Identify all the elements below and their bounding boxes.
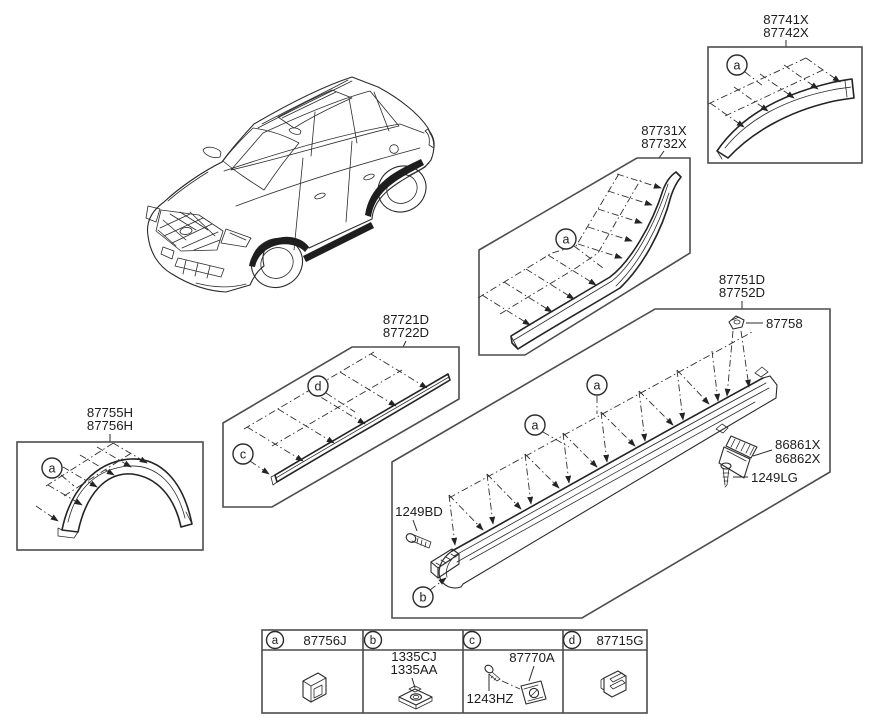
callout-marker-a-rear-arch-label: a <box>734 59 741 73</box>
sill-clip-code: 87758 <box>766 316 803 331</box>
c-pillar-code-2: 87732X <box>641 136 687 151</box>
vehicle-illustration <box>145 76 435 293</box>
callout-marker-a2-sill-label: a <box>594 379 601 393</box>
callout-marker-a-front-arch-label: a <box>49 462 56 476</box>
callout-marker-a-rear-arch <box>726 54 748 76</box>
sill-code-2: 87752D <box>719 285 765 300</box>
callout-marker-d-door-label: d <box>315 380 322 394</box>
c-pillar-code-1: 87731X <box>641 123 687 138</box>
door-code-2: 87722D <box>383 325 429 340</box>
front-arch-moulding <box>57 458 193 539</box>
callout-marker-b-sill <box>412 586 434 608</box>
sill-accent <box>303 222 374 262</box>
rear-arch-mesh <box>707 56 841 128</box>
legend-part-b-2: 1335AA <box>391 662 438 677</box>
legend-part-d: 87715G <box>597 633 644 648</box>
legend-key-c-label: c <box>469 635 475 647</box>
sill-screw-side-code: 1249LG <box>751 470 798 485</box>
legend-part-b-1: 1335CJ <box>391 649 436 664</box>
legend-key-a <box>265 630 285 650</box>
legend-key-a-label: a <box>272 635 279 647</box>
sill-screw-front-code: 1249BD <box>395 504 443 519</box>
front-wheel <box>250 237 304 289</box>
grille <box>155 209 224 252</box>
callout-marker-c-door-label: c <box>240 448 246 462</box>
door-moulding-panel: 87721D 87722D d c <box>222 312 460 508</box>
callout-marker-a-c-pillar <box>555 228 577 250</box>
legend-glyph-screw <box>484 664 501 682</box>
callout-marker-a1-sill-label: a <box>532 419 539 433</box>
legend-key-d <box>562 630 582 650</box>
legend-glyph-u-nut <box>398 685 433 710</box>
callout-marker-d-door <box>307 375 329 397</box>
sill-clip-87758 <box>728 315 745 330</box>
rear-arch-code-1: 87741X <box>763 12 809 27</box>
c-pillar-moulding <box>510 171 682 350</box>
callout-marker-a-c-pillar-label: a <box>563 233 570 247</box>
screw-1249bd <box>405 533 432 549</box>
mud-guard-code-2: 86862X <box>775 451 821 466</box>
front-arch-mesh <box>35 441 148 522</box>
sill-mesh <box>448 330 755 546</box>
sill-panel: 87751D 87752D 87758 <box>391 272 831 619</box>
legend-table: a 87756J b c d 87715G 1335CJ 1335AA 877 <box>261 629 648 714</box>
callout-marker-a2-sill <box>586 374 608 396</box>
rear-arch-panel: 87741X 87742X a <box>707 12 863 164</box>
rear-arch-accent <box>365 159 424 217</box>
legend-key-b <box>363 630 383 650</box>
mud-guard <box>715 423 758 479</box>
legend-part-a: 87756J <box>303 633 346 648</box>
sill-code-1: 87751D <box>719 272 765 287</box>
legend-glyph-grommet <box>600 670 627 698</box>
callout-marker-a-front-arch <box>41 457 63 479</box>
rear-arch-code-2: 87742X <box>763 25 809 40</box>
mud-guard-code-1: 86861X <box>775 437 821 452</box>
legend-glyph-screw-clip <box>520 680 547 705</box>
callout-marker-a1-sill <box>524 414 546 436</box>
legend-part-c-top: 87770A <box>509 650 555 665</box>
sill-moulding <box>438 366 778 589</box>
door-mesh <box>243 351 428 462</box>
front-arch-code-1: 87755H <box>87 405 133 420</box>
front-arch-panel: 87755H 87756H a <box>16 405 204 551</box>
callout-marker-b-sill-label: b <box>420 591 427 605</box>
rear-arch-moulding <box>716 78 855 160</box>
c-pillar-panel: 87731X 87732X a <box>477 123 691 356</box>
legend-glyph-pad-clip <box>302 672 327 703</box>
legend-key-c <box>462 630 482 650</box>
legend-key-d-label: d <box>569 635 575 647</box>
front-arch-code-2: 87756H <box>87 418 133 433</box>
door-code-1: 87721D <box>383 312 429 327</box>
sill-end-bracket <box>430 548 460 579</box>
door-moulding <box>270 373 451 486</box>
legend-part-c-bottom: 1243HZ <box>467 691 514 706</box>
front-arch-accent <box>249 237 309 267</box>
c-pillar-mesh <box>477 171 662 326</box>
callout-marker-c-door <box>232 443 254 465</box>
legend-key-b-label: b <box>370 635 376 647</box>
screw-1249lg <box>720 462 732 488</box>
